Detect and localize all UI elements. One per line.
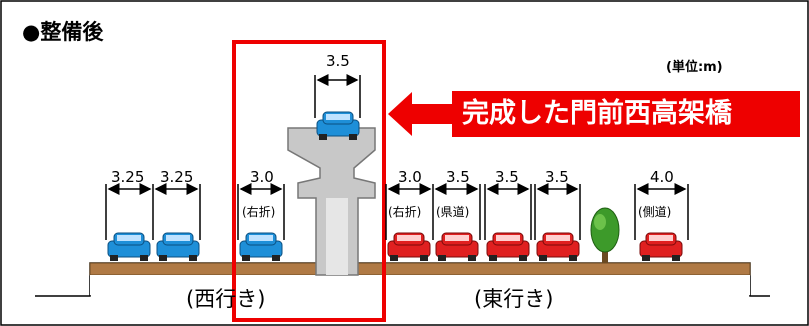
dimension-lines (105, 74, 689, 240)
east-lane-note: (右折) (388, 205, 422, 219)
blue-car-icon (156, 232, 200, 261)
west-lane-width: 3.0 (250, 168, 274, 186)
viaduct-lane-width: 3.5 (326, 52, 350, 70)
west-lane-width: 3.25 (160, 168, 194, 186)
direction-east-label: (東行き) (474, 287, 554, 311)
road-base (90, 275, 750, 295)
red-car-icon (387, 232, 431, 261)
pointer-arrow-icon (388, 92, 452, 136)
completed-viaduct-label: 完成した門前西高架橋 (452, 91, 800, 137)
car-icon-group-east (387, 232, 683, 261)
east-lane-width: 3.0 (398, 168, 422, 186)
viaduct-structure (287, 127, 376, 276)
viaduct-highlight-frame (232, 40, 386, 322)
east-lane-width: 3.5 (545, 168, 569, 186)
blue-car-icon (107, 232, 151, 261)
red-car-icon (486, 232, 530, 261)
blue-car-icon (239, 232, 283, 261)
blue-car-icon (316, 111, 360, 140)
unit-label: (単位:m) (666, 60, 723, 75)
road-surface (89, 262, 751, 276)
west-lane-width: 3.25 (111, 168, 145, 186)
west-lane-note: (右折) (242, 205, 276, 219)
east-lane-note: (県道) (436, 205, 470, 219)
east-lane-width: 4.0 (650, 168, 674, 186)
east-lane-width: 3.5 (495, 168, 519, 186)
east-lane-width: 3.5 (446, 168, 470, 186)
red-car-icon (639, 232, 683, 261)
pier-column-highlight (326, 198, 348, 275)
car-icon-group-west (107, 111, 360, 261)
page-title: ●整備後 (22, 20, 104, 44)
direction-west-label: (西行き) (186, 287, 266, 311)
tree-icon (590, 207, 620, 263)
east-lane-note: (側道) (638, 205, 672, 219)
ground-section (35, 262, 770, 297)
red-car-icon (536, 232, 580, 261)
red-car-icon (435, 232, 479, 261)
